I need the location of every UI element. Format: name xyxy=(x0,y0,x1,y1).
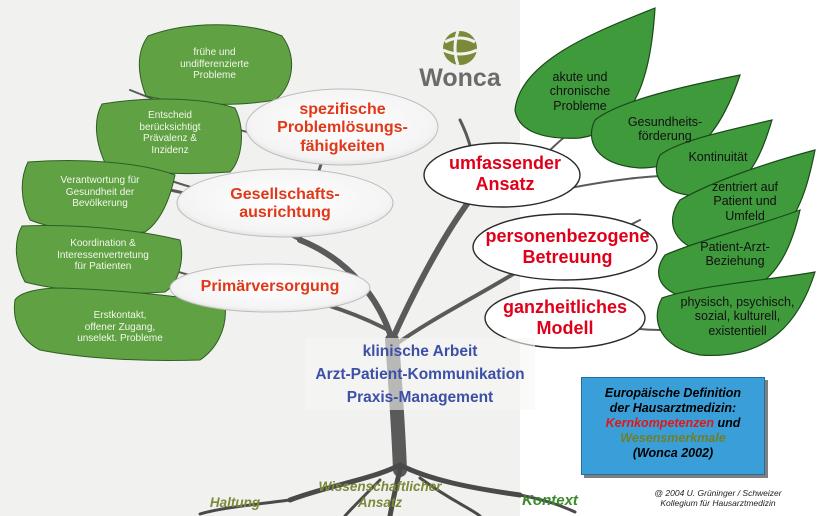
left-leaf-2: Entscheid berücksichtigt Prävalenz & Inz… xyxy=(139,110,201,156)
wonca-logo-text: Wonca xyxy=(419,64,501,92)
right-leaf-5: Patient-Arzt- Beziehung xyxy=(700,240,770,269)
definition-year: (Wonca 2002) xyxy=(632,446,714,460)
root-label-haltung: Haltung xyxy=(209,495,261,510)
right-leaf-6-shape xyxy=(656,271,816,356)
definition-line-1: Europäische Definition xyxy=(604,386,742,400)
trunk-line-1: klinische Arbeit xyxy=(362,343,478,360)
right-oval-1: umfassender Ansatz xyxy=(448,153,562,194)
definition-line-3: Kernkompetenzen und xyxy=(582,416,764,431)
right-oval-3: ganzheitliches Modell xyxy=(502,297,628,338)
right-leaves xyxy=(514,7,816,356)
left-oval-1-shape xyxy=(245,88,439,166)
right-leaf-2: Gesundheits- förderung xyxy=(627,115,703,144)
left-oval-3: Primärversorgung xyxy=(200,278,340,295)
right-leaf-1: akute und chronische Probleme xyxy=(549,70,611,113)
right-oval-2: personenbezogene Betreuung xyxy=(485,226,650,267)
trunk-text-backdrop xyxy=(305,338,535,410)
left-oval-2: Gesellschafts- ausrichtung xyxy=(230,186,340,222)
wonca-logo: Wonca xyxy=(418,26,502,96)
right-leaf-2-shape xyxy=(590,74,741,169)
trunk-line-2: Arzt-Patient-Kommunikation xyxy=(315,366,525,383)
trunk-line-3: Praxis-Management xyxy=(346,389,494,406)
right-oval-3-shape xyxy=(484,287,646,349)
right-leaf-5-shape xyxy=(658,209,801,301)
left-oval-3-shape xyxy=(169,263,371,313)
copyright-line-2: Kollegium für Hausarztmedizin xyxy=(660,498,776,509)
wonca-globe-icon xyxy=(442,30,478,66)
right-leaf-6: physisch, psychisch, sozial, kulturell, … xyxy=(680,295,795,338)
left-leaf-2-shape xyxy=(95,98,242,175)
root-label-wissenschaftlicher-ansatz: Wissenschaftlicher Ansatz xyxy=(318,479,442,510)
left-leaf-4: Koordination & Interessenvertretung für … xyxy=(57,238,149,272)
definition-line-2: der Hausarztmedizin: xyxy=(609,401,737,415)
copyright-line-1: @ 2004 U. Grüninger / Schweizer xyxy=(654,488,782,498)
left-leaf-5-shape xyxy=(13,287,226,362)
right-oval-1-shape xyxy=(423,142,581,208)
right-leaf-3: Kontinuität xyxy=(688,150,748,164)
root-label-kontext: Kontext xyxy=(522,492,578,509)
left-leaf-4-shape xyxy=(15,225,183,294)
left-oval-1: spezifische Problemlösungs- fähigkeiten xyxy=(277,101,408,155)
definition-wesensmerkmale: Wesensmerkmale xyxy=(620,431,726,445)
right-oval-2-shape xyxy=(472,213,658,281)
right-ovals xyxy=(423,142,658,349)
left-leaf-5: Erstkontakt, offener Zugang, unselekt. P… xyxy=(77,310,163,344)
left-oval-2-shape xyxy=(176,168,394,238)
left-leaf-3-shape xyxy=(21,160,176,234)
left-ovals xyxy=(169,88,439,313)
definition-und: und xyxy=(713,416,741,430)
right-leaf-1-shape xyxy=(514,7,656,139)
definition-kernkompetenzen: Kernkompetenzen xyxy=(605,416,714,430)
left-leaf-1: frühe und undifferenzierte Probleme xyxy=(180,47,249,81)
tree-roots xyxy=(198,462,577,516)
copyright-note: @ 2004 U. Grüninger / Schweizer Kollegiu… xyxy=(618,488,818,508)
definition-box: Europäische Definition der Hausarztmediz… xyxy=(581,377,765,475)
left-leaves xyxy=(13,24,293,362)
right-leaf-4: zentriert auf Patient und Umfeld xyxy=(711,180,778,223)
left-leaf-3: Verantwortung für Gesundheit der Bevölke… xyxy=(60,175,140,209)
